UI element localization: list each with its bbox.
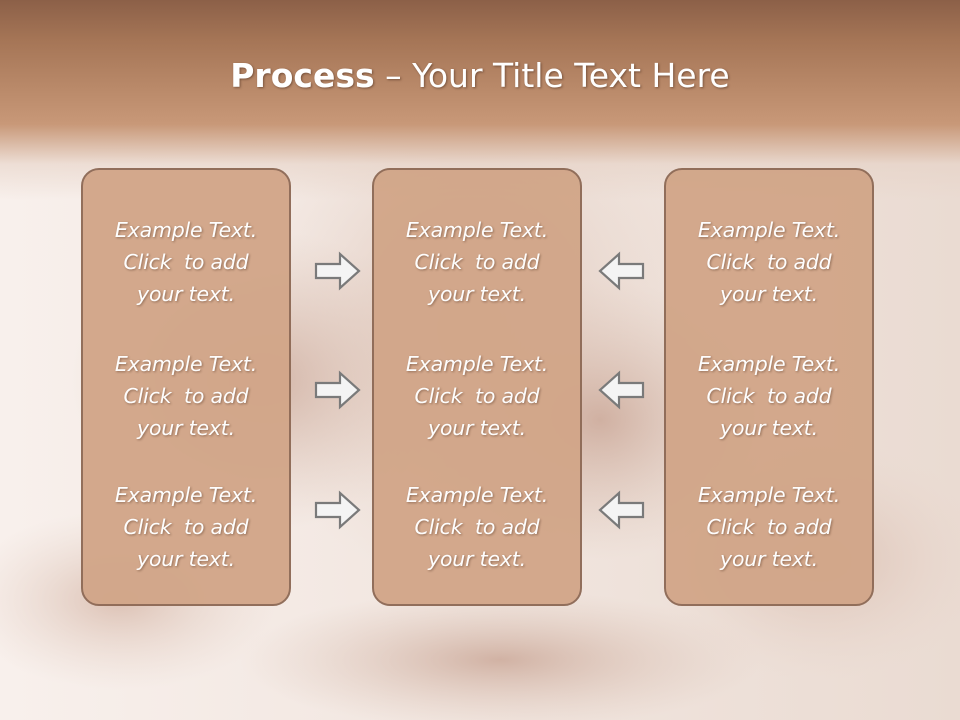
text-line: your text.: [428, 282, 526, 306]
text-line: Click to add: [123, 515, 249, 539]
text-block[interactable]: Example Text. Click to add your text.: [374, 348, 580, 444]
title-band: [0, 0, 960, 200]
text-block[interactable]: Example Text. Click to add your text.: [666, 214, 872, 310]
text-line: your text.: [137, 547, 235, 571]
text-line: your text.: [720, 547, 818, 571]
text-line: Click to add: [414, 515, 540, 539]
left-arrow-icon: [598, 251, 645, 291]
text-line: Click to add: [414, 250, 540, 274]
text-line: your text.: [428, 547, 526, 571]
text-line: Example Text.: [405, 218, 549, 242]
text-line: Click to add: [706, 515, 832, 539]
text-line: Example Text.: [697, 352, 841, 376]
process-box-left[interactable]: Example Text. Click to add your text. Ex…: [81, 168, 291, 606]
text-line: Click to add: [123, 250, 249, 274]
right-arrow-icon: [314, 251, 361, 291]
left-arrow-icon: [598, 490, 645, 530]
text-block[interactable]: Example Text. Click to add your text.: [374, 214, 580, 310]
text-line: Click to add: [414, 384, 540, 408]
text-line: Click to add: [706, 250, 832, 274]
text-block[interactable]: Example Text. Click to add your text.: [666, 348, 872, 444]
text-line: your text.: [428, 416, 526, 440]
text-line: Example Text.: [405, 483, 549, 507]
text-line: Example Text.: [114, 352, 258, 376]
title-rest-text: – Your Title Text Here: [374, 56, 730, 95]
text-line: Example Text.: [114, 483, 258, 507]
right-arrow-icon: [314, 370, 361, 410]
text-line: Example Text.: [697, 218, 841, 242]
right-arrow-icon: [314, 490, 361, 530]
process-box-right[interactable]: Example Text. Click to add your text. Ex…: [664, 168, 874, 606]
process-box-middle[interactable]: Example Text. Click to add your text. Ex…: [372, 168, 582, 606]
text-line: your text.: [720, 416, 818, 440]
text-block[interactable]: Example Text. Click to add your text.: [666, 479, 872, 575]
text-block[interactable]: Example Text. Click to add your text.: [374, 479, 580, 575]
text-block[interactable]: Example Text. Click to add your text.: [83, 214, 289, 310]
text-block[interactable]: Example Text. Click to add your text.: [83, 348, 289, 444]
left-arrow-icon: [598, 370, 645, 410]
text-line: Click to add: [123, 384, 249, 408]
text-line: Example Text.: [405, 352, 549, 376]
text-line: Example Text.: [697, 483, 841, 507]
text-line: Click to add: [706, 384, 832, 408]
text-line: Example Text.: [114, 218, 258, 242]
text-line: your text.: [137, 282, 235, 306]
text-line: your text.: [720, 282, 818, 306]
slide-title[interactable]: Process – Your Title Text Here: [0, 54, 960, 98]
text-line: your text.: [137, 416, 235, 440]
text-block[interactable]: Example Text. Click to add your text.: [83, 479, 289, 575]
title-bold-text: Process: [230, 56, 375, 95]
